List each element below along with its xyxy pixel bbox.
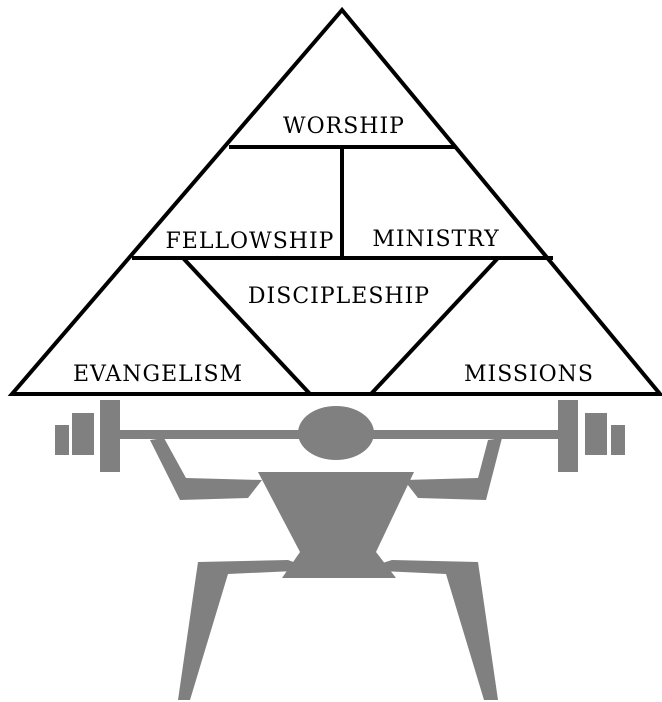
figure-arm-left	[150, 438, 262, 500]
weightlifter-figure	[55, 400, 625, 700]
label-ministry: MINISTRY	[372, 227, 499, 252]
barbell-plate-right-outer	[611, 425, 625, 455]
figure-torso	[258, 472, 414, 552]
figure-arm-right	[404, 438, 502, 500]
barbell-plate-left-outer	[55, 425, 69, 455]
barbell-plate-left-inner	[100, 400, 120, 472]
barbell-plate-right-middle	[585, 413, 607, 455]
figure-leg-right	[360, 560, 498, 700]
label-fellowship: FELLOWSHIP	[166, 229, 335, 254]
label-evangelism: EVANGELISM	[73, 362, 243, 387]
pyramid-labels: WORSHIP FELLOWSHIP MINISTRY DISCIPLESHIP…	[73, 114, 594, 387]
label-worship: WORSHIP	[283, 114, 405, 139]
barbell-plate-left-middle	[72, 413, 94, 455]
label-missions: MISSIONS	[464, 362, 594, 387]
pyramid-outline	[12, 10, 660, 394]
label-discipleship: DISCIPLESHIP	[248, 284, 430, 309]
barbell-plate-right-inner	[558, 400, 578, 472]
figure-leg-left	[178, 560, 316, 700]
figure-head	[298, 406, 374, 460]
pyramid	[12, 10, 660, 394]
